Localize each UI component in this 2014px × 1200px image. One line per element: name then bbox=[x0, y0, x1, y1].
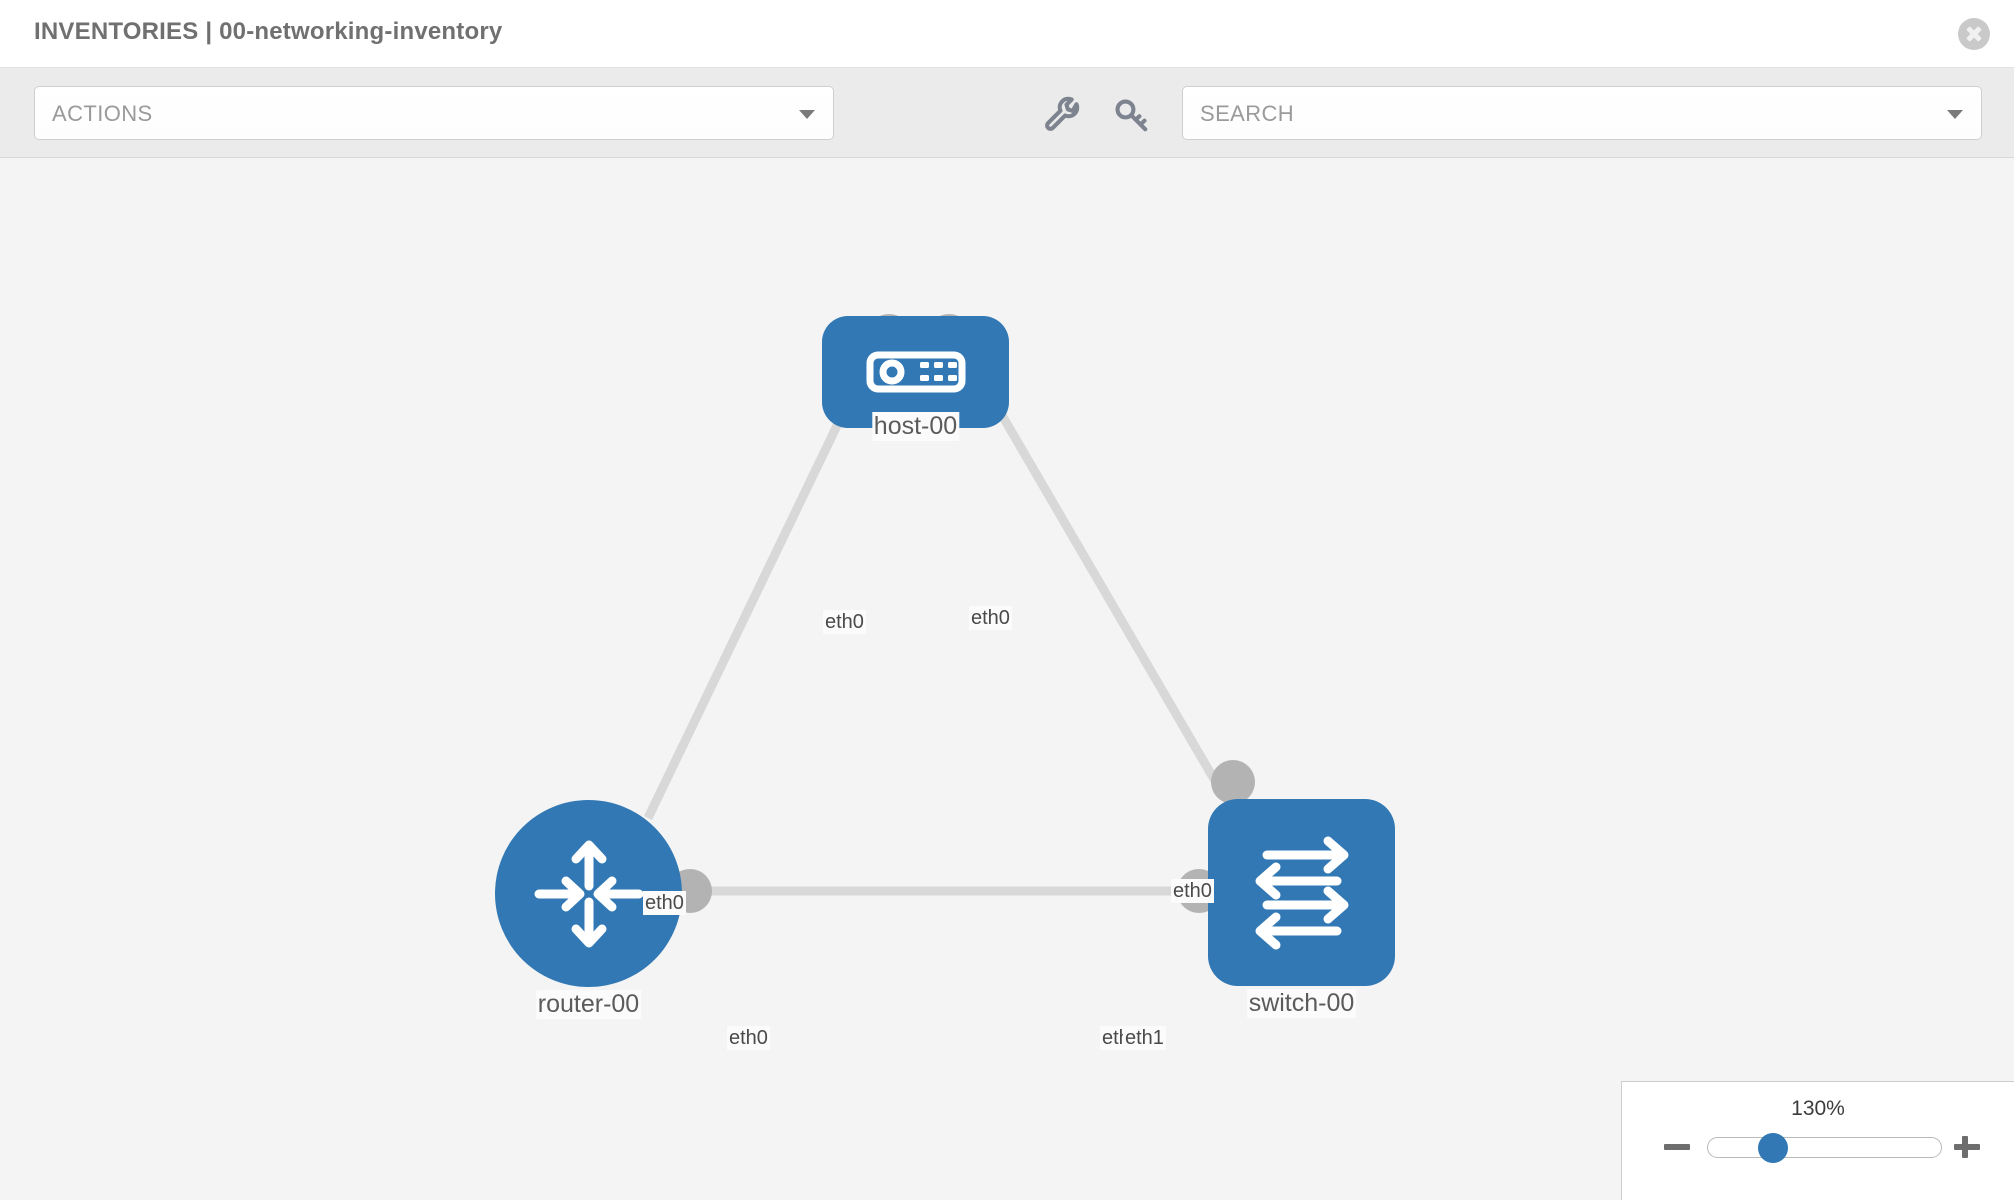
node-host-00[interactable]: host-00 bbox=[822, 316, 1009, 441]
zoom-out-button[interactable] bbox=[1662, 1132, 1692, 1162]
iface-label-host-right: eth0 bbox=[969, 606, 1012, 630]
chevron-down-icon bbox=[1947, 110, 1963, 119]
server-icon bbox=[822, 316, 1009, 428]
iface-label-router-uplink: eth0 bbox=[643, 891, 686, 915]
connector-switch-uplink[interactable] bbox=[1211, 760, 1255, 804]
page-title: INVENTORIES | 00-networking-inventory bbox=[34, 18, 503, 45]
close-icon[interactable] bbox=[1958, 18, 1990, 50]
zoom-control-panel: 130% bbox=[1621, 1081, 2014, 1200]
zoom-in-button[interactable] bbox=[1952, 1132, 1982, 1162]
actions-dropdown-label: ACTIONS bbox=[52, 101, 153, 126]
switch-icon-glyph bbox=[1255, 836, 1348, 949]
node-router-00-label: router-00 bbox=[535, 990, 642, 1019]
wrench-icon[interactable] bbox=[1044, 96, 1082, 134]
iface-label-switch-uplink: eth0 bbox=[1171, 879, 1214, 903]
iface-label-host-left: eth0 bbox=[823, 610, 866, 634]
iface-label-router-lan: eth0 bbox=[727, 1026, 770, 1050]
zoom-slider-thumb[interactable] bbox=[1758, 1133, 1788, 1163]
iface-label-switch-lan: eth1 bbox=[1123, 1026, 1166, 1050]
actions-dropdown[interactable]: ACTIONS bbox=[34, 86, 834, 140]
node-host-00-label: host-00 bbox=[871, 412, 960, 441]
node-router-00[interactable]: router-00 bbox=[495, 800, 682, 1019]
topology-canvas[interactable]: host-00 router-00 bbox=[0, 158, 2014, 1200]
search-input[interactable]: SEARCH bbox=[1182, 86, 1982, 140]
zoom-level-value: 130% bbox=[1791, 1097, 1845, 1120]
switch-icon bbox=[1208, 799, 1395, 986]
node-switch-00[interactable]: switch-00 bbox=[1208, 799, 1395, 1018]
zoom-slider-track[interactable] bbox=[1707, 1137, 1942, 1158]
toolbar: ACTIONS SEARCH bbox=[0, 68, 2014, 158]
node-switch-00-label: switch-00 bbox=[1246, 989, 1357, 1018]
topology-links bbox=[643, 314, 1255, 913]
page-header: INVENTORIES | 00-networking-inventory bbox=[0, 0, 2014, 68]
chevron-down-icon bbox=[799, 110, 815, 119]
key-icon[interactable] bbox=[1112, 96, 1150, 134]
search-placeholder: SEARCH bbox=[1200, 101, 1295, 126]
server-icon-glyph bbox=[866, 351, 965, 393]
router-icon-glyph bbox=[534, 840, 643, 947]
